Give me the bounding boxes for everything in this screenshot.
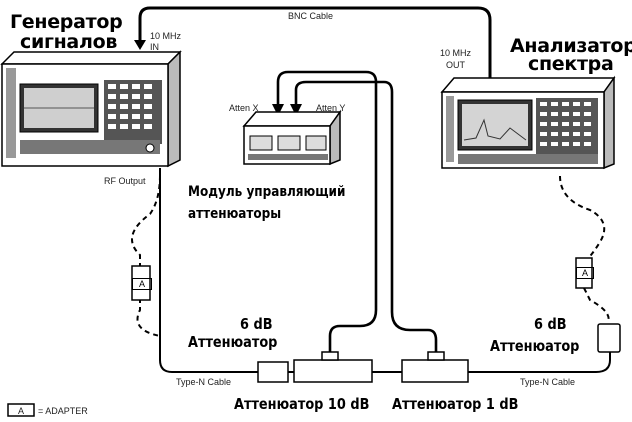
control-cables	[276, 70, 438, 360]
legend-adapter-box	[7, 403, 35, 417]
legend-adapter-text: = ADAPTER	[38, 406, 88, 416]
module-caption-line1: Модуль управляющий	[188, 184, 346, 200]
right-attenuator-value: 6 dB	[534, 315, 567, 333]
rf-cable-left	[159, 168, 258, 373]
rf-cable-left-dashed	[131, 174, 161, 337]
in-10mhz-label-line2: IN	[150, 42, 159, 52]
right-type-n-cable-label: Type-N Cable	[520, 377, 576, 387]
adapter-right-letter: A	[576, 267, 594, 279]
attenuator-chain-lines	[288, 352, 611, 373]
attenuator-10db	[293, 351, 373, 383]
attenuator-6db-left	[257, 361, 289, 383]
attenuator-1db-label: Аттенюатор 1 dB	[392, 395, 519, 413]
rf-output-label: RF Output	[104, 176, 146, 186]
out-10mhz-label-line2: OUT	[446, 60, 465, 70]
left-attenuator-value: 6 dB	[240, 315, 273, 333]
attenuator-6db-right	[597, 323, 621, 353]
signal-generator-device	[0, 50, 182, 168]
module-caption-line2: аттенюаторы	[188, 206, 282, 222]
bnc-cable	[138, 6, 492, 78]
out-10mhz-label-line1: 10 MHz	[440, 48, 472, 58]
spectrum-analyzer-device	[440, 75, 616, 170]
atten-x-label: Atten X	[229, 103, 259, 113]
attenuator-module-device	[242, 109, 342, 166]
legend-adapter-letter: A	[18, 406, 25, 416]
atten-y-arrow-icon	[290, 104, 302, 116]
spectrum-analyzer-title-line2: спектра	[528, 53, 614, 75]
atten-y-label: Atten Y	[316, 103, 346, 113]
attenuator-10db-label: Аттенюатор 10 dB	[234, 395, 370, 413]
left-type-n-cable-label: Type-N Cable	[176, 377, 232, 387]
spectrum-analyzer-title-line1: Анализатор	[510, 35, 632, 57]
bnc-cable-label: BNC Cable	[288, 11, 334, 21]
right-attenuator-name: Аттенюатор	[490, 337, 580, 355]
atten-x-arrow-icon	[272, 104, 284, 116]
rf-cable-right-dashed	[559, 175, 610, 323]
signal-generator-title-line2: сигналов	[20, 31, 118, 53]
signal-generator-title-line1: Генератор	[10, 11, 123, 33]
attenuator-1db	[401, 351, 469, 383]
adapter-left-letter: A	[132, 278, 152, 290]
bnc-arrow-icon	[134, 40, 146, 50]
in-10mhz-label-line1: 10 MHz	[150, 31, 182, 41]
left-attenuator-name: Аттенюатор	[188, 333, 278, 351]
